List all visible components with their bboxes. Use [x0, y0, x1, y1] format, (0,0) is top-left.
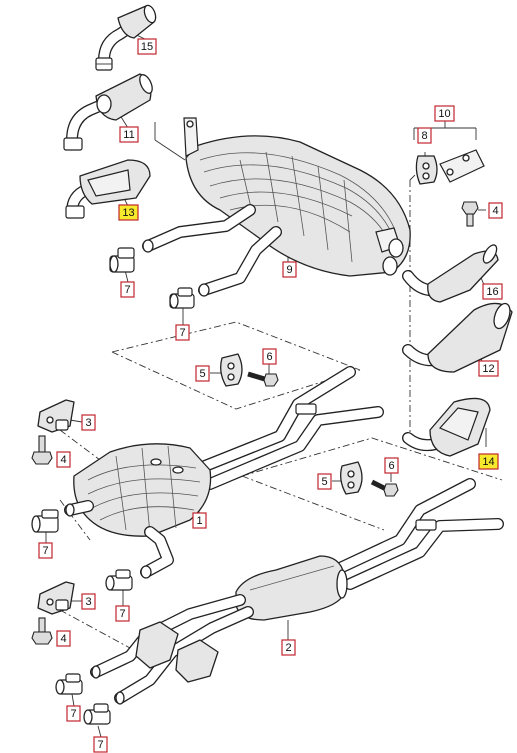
label-12-text: 12: [482, 363, 494, 375]
label-7-bottom-a-text: 7: [70, 708, 76, 720]
label-5-lower: 5: [317, 473, 332, 490]
label-3-upper: 3: [81, 414, 96, 431]
label-2-text: 2: [285, 642, 291, 654]
label-2: 2: [281, 639, 296, 656]
label-7-middle: 7: [175, 324, 190, 341]
label-3-lower-text: 3: [85, 596, 91, 608]
label-9: 9: [282, 261, 297, 278]
label-7-center: 7: [115, 605, 130, 622]
label-5-lower-text: 5: [321, 476, 327, 488]
label-7-bottom-b-text: 7: [97, 739, 103, 751]
label-4-middle: 4: [56, 451, 71, 468]
label-4-upper: 4: [488, 202, 503, 219]
front-pipes-2: [334, 478, 504, 590]
clamp-7-upper: [109, 247, 135, 273]
clamp-7-bottom-b: [83, 703, 111, 725]
label-8-text: 8: [421, 130, 427, 142]
label-9-text: 9: [286, 264, 292, 276]
label-3-lower: 3: [81, 593, 96, 610]
clamp-11: [63, 137, 83, 151]
label-7-bottom-b: 7: [93, 736, 108, 753]
label-4-upper-text: 4: [492, 205, 498, 217]
label-4-lower-text: 4: [60, 633, 66, 645]
label-5-upper-text: 5: [199, 368, 205, 380]
bolt-4-middle: [31, 435, 53, 465]
label-6-upper-text: 6: [266, 351, 272, 363]
clamp-7-center: [105, 569, 133, 591]
hanger-8: [415, 155, 438, 185]
label-6-upper: 6: [262, 348, 277, 365]
bolt-4-upper: [461, 201, 479, 227]
label-15: 15: [137, 38, 157, 55]
bolt-6-upper: [247, 371, 279, 387]
tailpipe-12: [402, 302, 513, 373]
label-4-lower: 4: [56, 630, 71, 647]
center-pipes-1: [194, 366, 384, 490]
hanger-5-upper: [220, 353, 243, 387]
label-7-left: 7: [38, 542, 53, 559]
label-7-middle-text: 7: [179, 327, 185, 339]
clamp-7-middle: [169, 287, 195, 309]
label-7-bottom-a: 7: [66, 705, 81, 722]
label-16-text: 16: [486, 286, 498, 298]
front-muffler-1: [73, 443, 212, 537]
label-8: 8: [417, 127, 432, 144]
label-7-center-text: 7: [119, 608, 125, 620]
label-15-text: 15: [141, 41, 153, 53]
center-muffler-2: [235, 555, 348, 621]
label-1: 1: [192, 512, 207, 529]
label-5-upper: 5: [195, 365, 210, 382]
clamp-7-bottom-a: [55, 673, 83, 695]
label-7-upper: 7: [120, 281, 135, 298]
label-16: 16: [482, 283, 503, 300]
label-13-text: 13: [122, 207, 134, 219]
bracket-3-lower: [37, 581, 75, 615]
label-10-text: 10: [438, 108, 450, 120]
label-14-text: 14: [482, 456, 494, 468]
tailpipe-11: [66, 73, 153, 146]
label-6-lower: 6: [384, 457, 399, 474]
label-6-lower-text: 6: [388, 460, 394, 472]
bracket-10: [439, 149, 485, 183]
tailpipe-16: [402, 244, 499, 303]
label-12: 12: [478, 360, 499, 377]
tailpipe-15: [98, 4, 157, 66]
label-14: 14: [478, 453, 499, 470]
hanger-5-lower: [340, 461, 363, 495]
label-7-left-text: 7: [42, 545, 48, 557]
label-10: 10: [434, 105, 455, 122]
tailpipe-14: [402, 397, 491, 457]
tailpipe-13: [66, 159, 151, 218]
clamp-7-left: [31, 509, 59, 533]
rear-muffler-9: [183, 117, 411, 277]
assembly-dash-lines: [59, 159, 503, 649]
label-11: 11: [119, 126, 139, 143]
label-11-text: 11: [123, 129, 134, 141]
rear-muffler-inlet-pipes: [142, 204, 282, 297]
clamp-13: [65, 205, 85, 219]
bracket-3-upper: [37, 399, 75, 433]
bolt-6-lower: [370, 479, 399, 497]
label-1-text: 1: [196, 515, 202, 527]
bolt-4-lower: [31, 617, 53, 645]
clamp-15: [95, 57, 113, 71]
label-7-upper-text: 7: [124, 284, 130, 296]
front-muffler-pipes: [64, 500, 174, 579]
label-13: 13: [118, 204, 139, 221]
label-4-middle-text: 4: [60, 454, 66, 466]
label-3-upper-text: 3: [85, 417, 91, 429]
front-pipe-bends: [90, 594, 254, 705]
